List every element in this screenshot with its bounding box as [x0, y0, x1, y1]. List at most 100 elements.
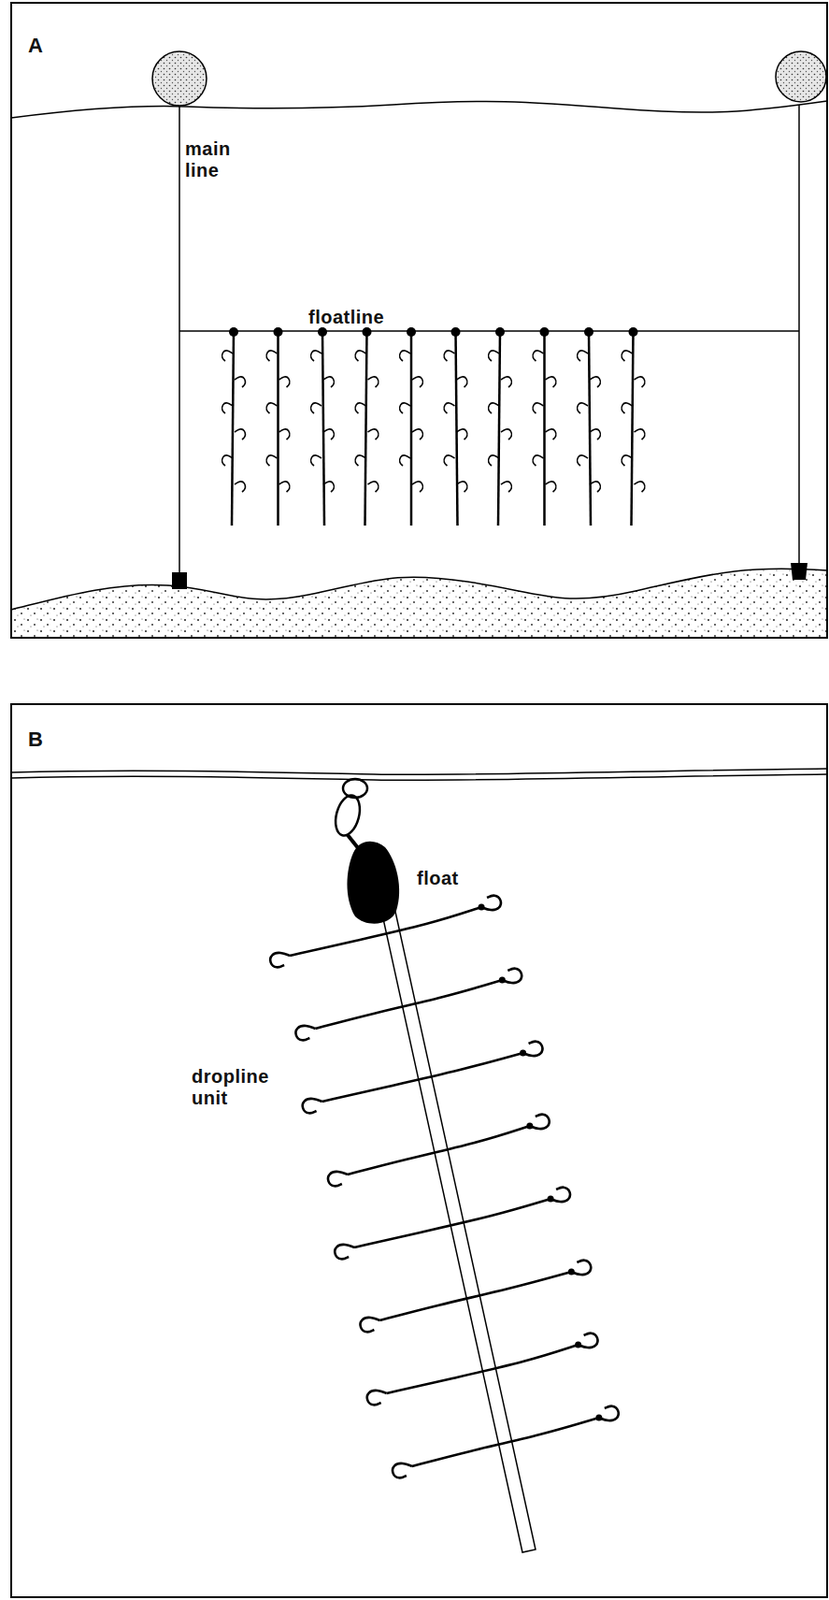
hook — [545, 376, 557, 387]
main-line — [178, 106, 181, 582]
hook — [368, 376, 379, 387]
hook — [621, 455, 632, 466]
hook — [266, 455, 277, 466]
hook — [311, 402, 322, 414]
hook — [532, 350, 544, 361]
buoy — [152, 51, 207, 106]
hook — [634, 428, 645, 440]
dropline-float — [362, 327, 372, 337]
hook — [222, 402, 233, 414]
hook-eye — [499, 976, 506, 984]
dropline-float — [628, 327, 639, 337]
branch-line — [314, 979, 502, 1029]
dropline — [231, 330, 234, 526]
hook — [311, 350, 322, 361]
hook — [412, 481, 423, 492]
main-line — [798, 104, 801, 574]
hook — [400, 402, 411, 414]
hook — [323, 481, 334, 492]
hook — [355, 350, 366, 361]
panel-letter: B — [28, 727, 66, 751]
hook — [443, 455, 455, 466]
hook — [367, 1389, 387, 1404]
hook — [302, 1098, 323, 1113]
hook — [545, 428, 557, 440]
hook — [323, 428, 334, 440]
panel-frame — [11, 703, 828, 1597]
dropline-float — [584, 327, 594, 337]
hook — [355, 402, 366, 414]
part-label: float — [416, 867, 511, 889]
dropline — [588, 330, 591, 526]
snap-clip — [331, 792, 365, 839]
branch-line — [347, 1125, 530, 1174]
dropline — [456, 330, 458, 526]
dropline — [365, 330, 368, 526]
hook — [360, 1316, 381, 1331]
hook — [500, 376, 512, 387]
branch-line — [386, 1343, 579, 1393]
hook — [457, 376, 468, 387]
panel-letter: A — [28, 33, 66, 58]
snap-ring — [343, 778, 368, 798]
hook — [334, 1243, 355, 1258]
hook — [392, 1462, 413, 1477]
hook — [279, 376, 290, 387]
hook — [577, 455, 588, 466]
hook-eye — [595, 1414, 602, 1421]
hook — [400, 455, 411, 466]
dropline — [276, 330, 280, 526]
buoy — [775, 51, 827, 102]
hook-eye — [574, 1341, 582, 1348]
hook — [234, 481, 245, 492]
hook — [234, 376, 245, 387]
floatline — [179, 329, 800, 332]
hook — [532, 402, 544, 414]
dropline — [410, 330, 414, 526]
floatline — [11, 773, 828, 780]
dropline-float — [406, 327, 416, 337]
hook — [443, 350, 455, 361]
part-label: floatline — [308, 306, 440, 329]
hook — [368, 428, 379, 440]
hook — [589, 428, 601, 440]
hook — [279, 428, 290, 440]
hook — [577, 402, 588, 414]
hook — [270, 952, 290, 967]
dropline-float — [540, 327, 550, 337]
hook — [355, 455, 366, 466]
hook — [457, 481, 468, 492]
seabed — [11, 568, 828, 638]
hook-eye — [519, 1049, 527, 1057]
part-label: dropline unit — [191, 1065, 273, 1109]
branch-line — [379, 1271, 572, 1320]
anchor — [790, 562, 808, 580]
hook — [279, 481, 290, 492]
hook — [323, 376, 334, 387]
hook — [368, 481, 379, 492]
dropline-float — [451, 327, 461, 337]
dropline — [543, 330, 546, 526]
hook — [457, 428, 468, 440]
hook-eye — [526, 1122, 533, 1130]
hook — [412, 428, 423, 440]
hook — [296, 1025, 316, 1040]
hook — [634, 376, 645, 387]
hook — [400, 350, 411, 361]
hook-eye — [547, 1195, 555, 1202]
dropline-float — [228, 327, 239, 337]
hook — [621, 350, 632, 361]
dropline-rod — [375, 881, 536, 1552]
hook — [621, 402, 632, 414]
panel-frame — [11, 2, 828, 638]
hook — [266, 402, 277, 414]
branch-line — [412, 1416, 600, 1466]
hook — [488, 402, 500, 414]
hook — [634, 481, 645, 492]
floatline — [11, 768, 828, 774]
dropline — [322, 330, 325, 526]
branch-line — [289, 906, 482, 956]
hook — [222, 350, 233, 361]
part-label: main line — [185, 138, 242, 182]
